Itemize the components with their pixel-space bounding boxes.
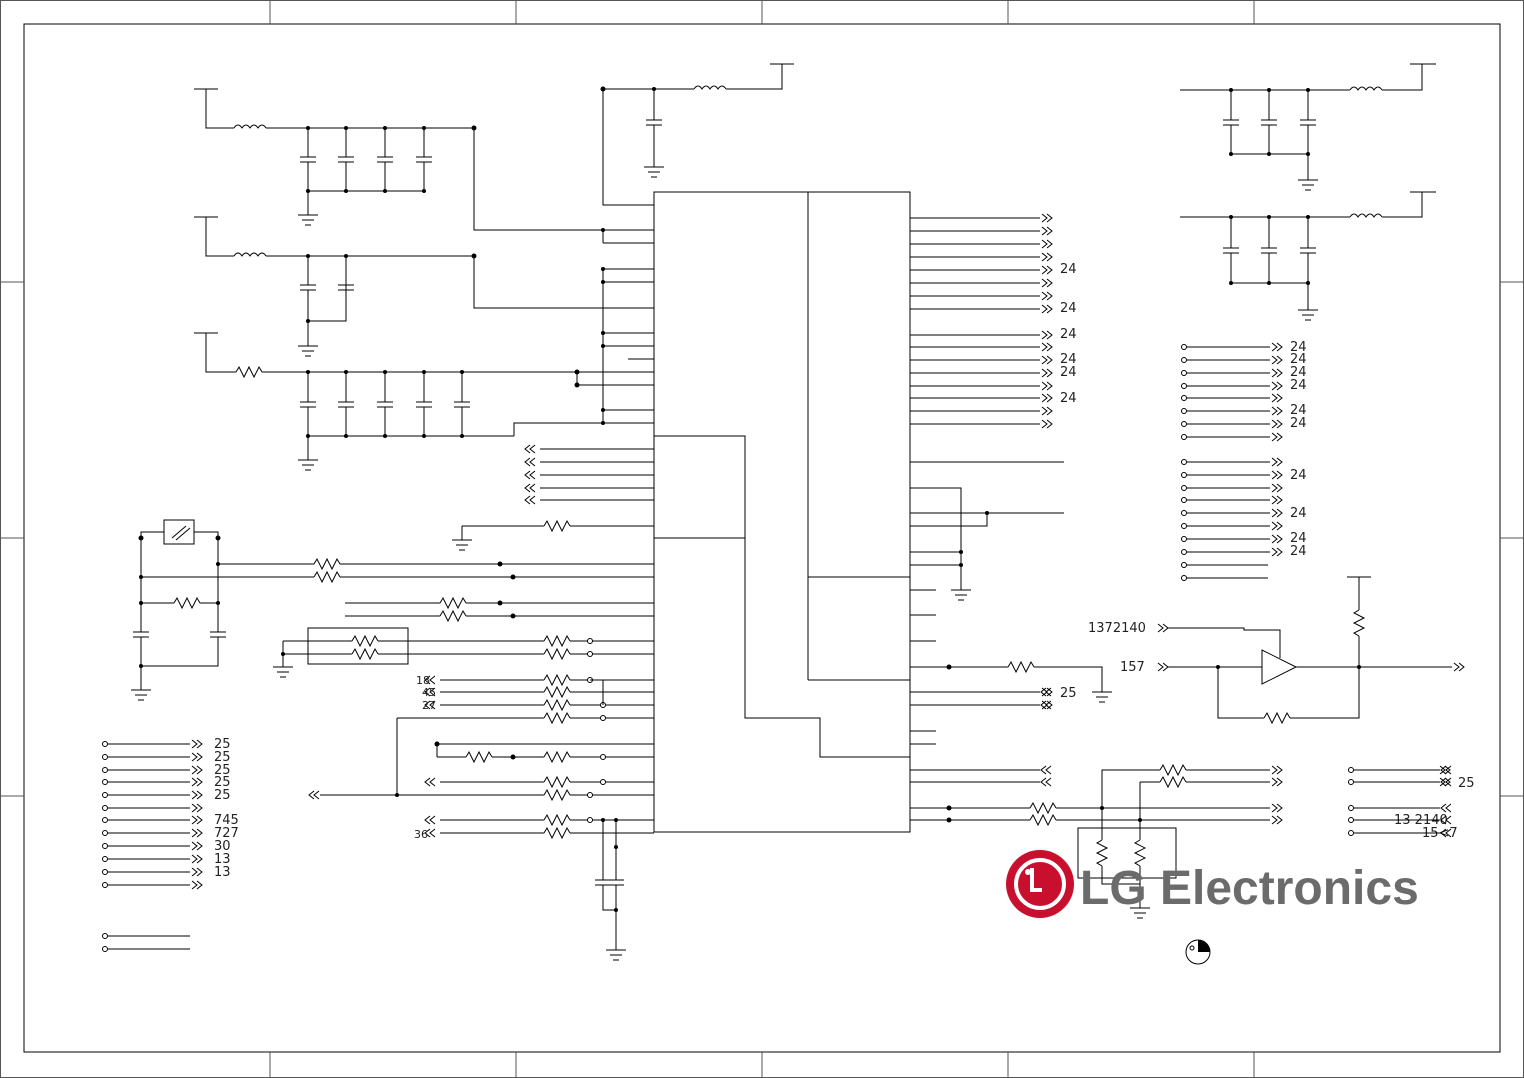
net-label: 24 [1060, 327, 1077, 342]
power-filter-right-2 [1180, 191, 1436, 321]
net-label: 27 [422, 699, 436, 712]
power-filter-3 [194, 269, 654, 471]
net-label: 24 [1290, 468, 1307, 483]
net-label: 24 [1290, 506, 1307, 521]
net-label: 25 [1458, 776, 1475, 791]
net-label: 24 [1060, 301, 1077, 316]
net-label: 18 [416, 674, 430, 687]
net-label: 24 [1290, 340, 1307, 355]
net-label: 24 [1290, 352, 1307, 367]
net-label: 25 [1060, 686, 1077, 701]
net-label: 25 [214, 737, 231, 752]
net-label: 24 [1290, 403, 1307, 418]
net-labels: 24 24 24 24 24 24 24 24 24 24 24 24 24 2… [214, 262, 1475, 880]
ic-right-misc [910, 461, 1112, 703]
net-label: 25 [214, 750, 231, 765]
net-label: 13 [214, 852, 231, 867]
ic-left-pins [628, 229, 654, 834]
net-label: 25 [214, 788, 231, 803]
opamp-input-label: 157 [1120, 660, 1145, 675]
net-label: 24 [1060, 365, 1077, 380]
net-label: 24 [1060, 391, 1077, 406]
crystal-oscillator [131, 519, 314, 701]
net-label: 25 [214, 775, 231, 790]
pullup-resistor-box [1077, 769, 1177, 919]
resistor-network [138, 444, 1283, 840]
net-label: 24 [1290, 416, 1307, 431]
net-label: 24 [1060, 352, 1077, 367]
decoupling-caps-bottom [595, 820, 626, 961]
connector-lines [102, 342, 1465, 952]
filter-capacitors [300, 86, 1316, 438]
op-amp [1168, 576, 1452, 725]
power-filter-right-1 [1180, 63, 1436, 191]
net-label: 45 [422, 686, 436, 699]
lg-logo: LG Electronics [1006, 850, 1419, 918]
net-label: 36 [414, 828, 428, 841]
net-label: 24 [1290, 378, 1307, 393]
orientation-mark-icon [1185, 939, 1211, 965]
net-label: 13 [214, 865, 231, 880]
net-label: 24 [1290, 365, 1307, 380]
net-label: 25 [214, 763, 231, 778]
power-filter-top [602, 63, 794, 244]
net-label: 745 [214, 813, 239, 828]
main-ic [653, 191, 911, 833]
power-filter-2 [194, 216, 654, 357]
power-filter-1 [194, 88, 654, 231]
lg-logo-text: LG Electronics [1080, 862, 1419, 915]
net-label: 727 [214, 826, 239, 841]
net-label: 24 [1290, 531, 1307, 546]
net-label: 24 [1060, 262, 1077, 277]
ic-right-pins [910, 213, 1053, 787]
net-label: 30 [214, 839, 231, 854]
net-label: 24 [1290, 544, 1307, 559]
opamp-input-label: 1372140 [1088, 621, 1146, 636]
